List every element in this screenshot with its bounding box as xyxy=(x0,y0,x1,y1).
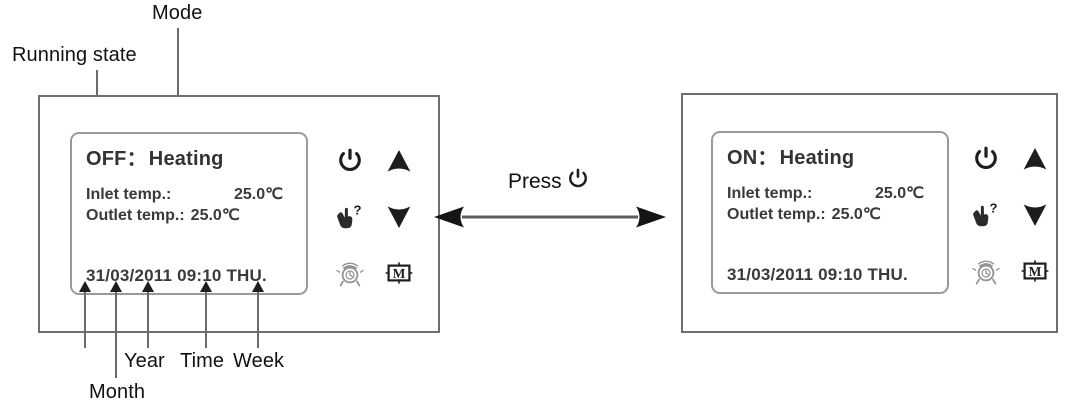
lcd-status-line-off: OFF：Heating xyxy=(86,142,224,171)
outlet-temp-label: Outlet temp.: xyxy=(727,206,826,223)
mode-value: Heating xyxy=(779,147,855,169)
memory-button[interactable]: M xyxy=(379,253,419,293)
arrowhead-year xyxy=(142,281,154,292)
controller-panel-on: ON：Heating Inlet temp.: 25.0℃ Outlet temp… xyxy=(681,93,1058,333)
timer-button[interactable] xyxy=(330,253,370,293)
lcd-datetime-off: 31/03/2011 09:10 THU. xyxy=(86,266,267,285)
up-button[interactable] xyxy=(1015,139,1055,179)
press-label-text: Press xyxy=(508,170,562,193)
callout-mode: Mode xyxy=(152,2,203,24)
down-button[interactable] xyxy=(1015,195,1055,235)
svg-text:?: ? xyxy=(989,201,997,216)
boxed-m-icon: M xyxy=(384,261,414,285)
lcd-temperature-block-on: Inlet temp.: 25.0℃ Outlet temp.: 25.0℃ xyxy=(727,183,924,225)
leader-line-month xyxy=(115,292,117,378)
inlet-temp-label: Inlet temp.: xyxy=(86,186,172,203)
arrowhead-month xyxy=(110,281,122,292)
inlet-temp-row: Inlet temp.: 25.0℃ xyxy=(727,183,924,204)
triangle-down-icon xyxy=(1022,203,1048,227)
outlet-temp-value: 25.0℃ xyxy=(831,206,881,223)
status-separator: ： xyxy=(126,148,147,170)
down-button[interactable] xyxy=(379,197,419,237)
controller-panel-off: OFF：Heating Inlet temp.: 25.0℃ Outlet tem… xyxy=(38,95,440,333)
running-state-value: ON xyxy=(727,147,758,169)
alarm-clock-icon xyxy=(335,258,364,288)
power-button[interactable] xyxy=(966,139,1006,179)
status-separator: ： xyxy=(757,147,778,169)
mode-value: Heating xyxy=(148,148,224,170)
power-icon xyxy=(338,148,362,174)
alarm-clock-icon xyxy=(971,256,1000,286)
leader-line-week xyxy=(257,292,259,348)
inlet-temp-value: 25.0℃ xyxy=(875,185,925,202)
memory-button[interactable]: M xyxy=(1015,251,1055,291)
timer-button[interactable] xyxy=(966,251,1006,291)
lcd-status-line-on: ON：Heating xyxy=(727,141,854,170)
inlet-temp-label: Inlet temp.: xyxy=(727,185,813,202)
outlet-temp-value: 25.0℃ xyxy=(190,207,240,224)
callout-week: Week xyxy=(233,350,285,372)
double-headed-arrow xyxy=(432,204,668,235)
keypad-on: ? xyxy=(961,131,1059,299)
inlet-temp-value: 25.0℃ xyxy=(234,186,284,203)
outlet-temp-label: Outlet temp.: xyxy=(86,207,185,224)
inlet-temp-row: Inlet temp.: 25.0℃ xyxy=(86,184,283,205)
svg-text:M: M xyxy=(1028,264,1041,279)
callout-year: Year xyxy=(124,350,165,372)
up-button[interactable] xyxy=(379,141,419,181)
leader-line-mode xyxy=(177,28,179,148)
outlet-temp-row: Outlet temp.: 25.0℃ xyxy=(727,204,881,225)
power-icon xyxy=(568,168,588,196)
arrowhead-day xyxy=(79,281,91,292)
triangle-up-icon xyxy=(1022,147,1048,171)
keypad-off: ? xyxy=(325,133,423,301)
lcd-datetime-on: 31/03/2011 09:10 THU. xyxy=(727,265,908,284)
hand-question-icon: ? xyxy=(335,203,365,231)
power-icon xyxy=(974,146,998,172)
arrowhead-time xyxy=(200,281,212,292)
svg-text:M: M xyxy=(392,266,405,281)
lcd-screen-off: OFF：Heating Inlet temp.: 25.0℃ Outlet tem… xyxy=(70,132,308,295)
callout-month: Month xyxy=(89,381,146,403)
callout-time: Time xyxy=(180,350,225,372)
running-state-value: OFF xyxy=(86,148,127,170)
triangle-up-icon xyxy=(386,149,412,173)
callout-running-state: Running state xyxy=(12,44,137,66)
lcd-screen-on: ON：Heating Inlet temp.: 25.0℃ Outlet temp… xyxy=(711,131,949,294)
help-button[interactable]: ? xyxy=(966,195,1006,235)
triangle-down-icon xyxy=(386,205,412,229)
hand-question-icon: ? xyxy=(971,201,1001,229)
leader-line-time xyxy=(205,292,207,348)
svg-text:?: ? xyxy=(353,203,361,218)
outlet-temp-row: Outlet temp.: 25.0℃ xyxy=(86,205,240,226)
leader-line-year xyxy=(147,292,149,348)
press-instruction: Press xyxy=(508,168,588,196)
help-button[interactable]: ? xyxy=(330,197,370,237)
lcd-temperature-block-off: Inlet temp.: 25.0℃ Outlet temp.: 25.0℃ xyxy=(86,184,283,226)
arrowhead-week xyxy=(252,281,264,292)
boxed-m-icon: M xyxy=(1020,259,1050,283)
leader-line-day xyxy=(84,292,86,348)
power-button[interactable] xyxy=(330,141,370,181)
